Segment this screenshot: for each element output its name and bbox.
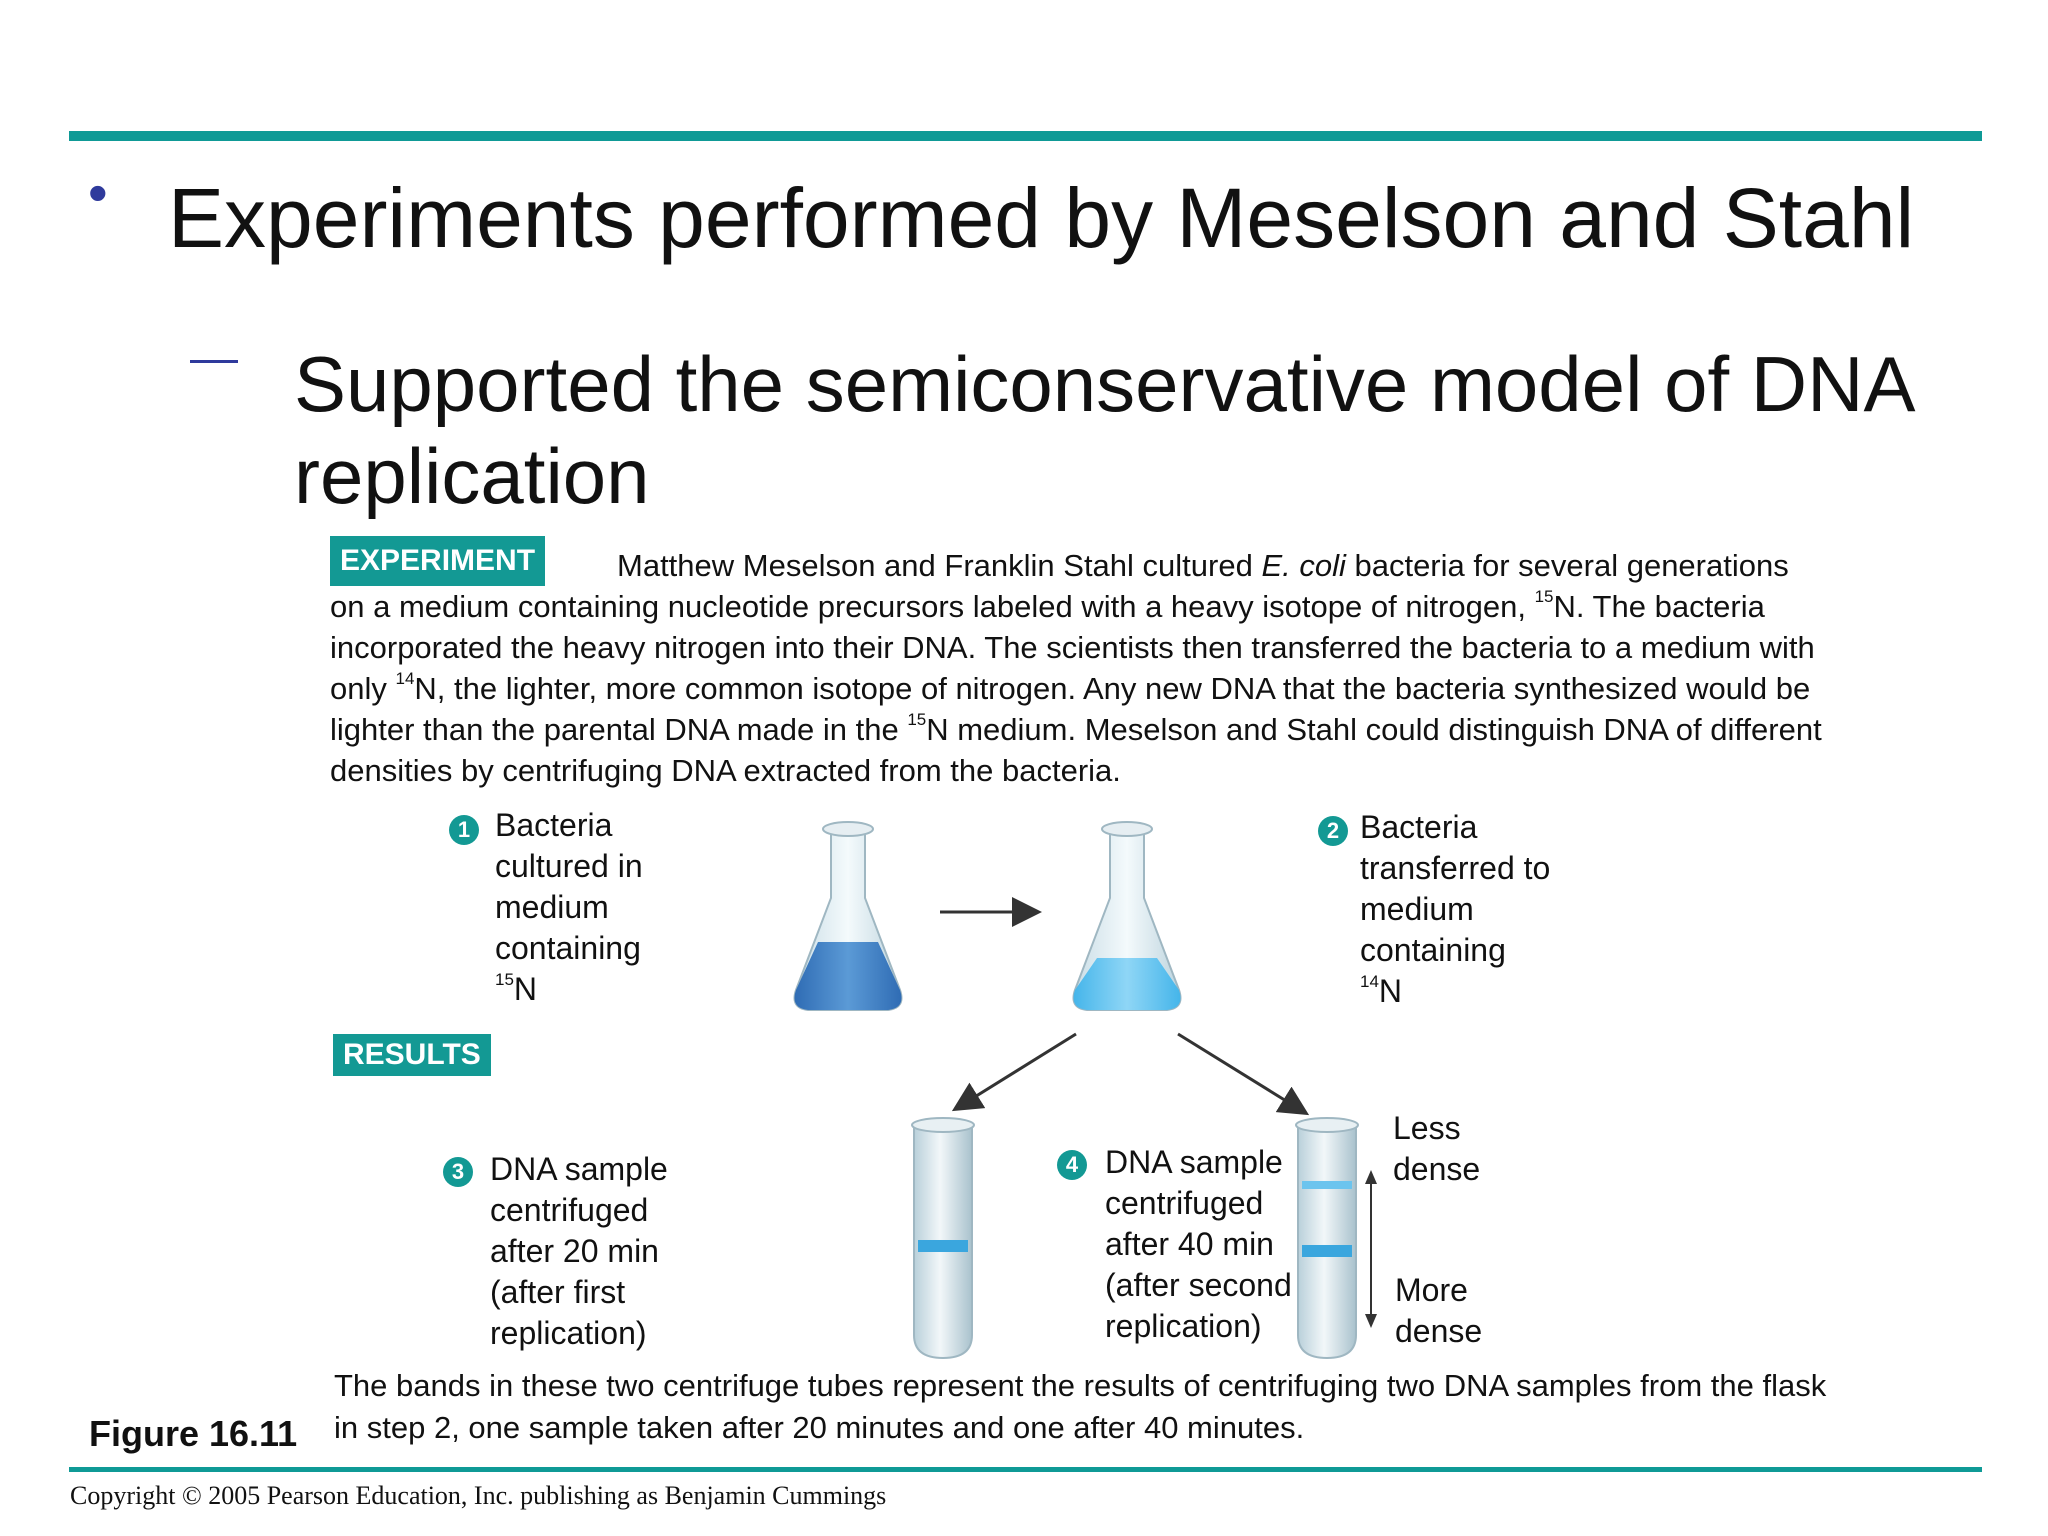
centrifuge-tube-40min — [1295, 1117, 1359, 1360]
light-band — [1302, 1181, 1352, 1189]
step-2-badge: 2 — [1318, 816, 1348, 846]
slide-subtitle: Supported the semiconservative model of … — [294, 340, 1912, 521]
step-2-text: Bacteria transferred to medium containin… — [1360, 809, 1551, 1009]
density-scale-arrow — [1365, 1170, 1377, 1328]
slide-title: Experiments performed by Meselson and St… — [168, 171, 1915, 265]
bullet-icon: • — [88, 161, 108, 224]
copyright-notice: Copyright © 2005 Pearson Education, Inc.… — [70, 1481, 887, 1510]
arrow-to-tube-40min — [1177, 1032, 1310, 1116]
step-3-text: DNA sample centrifuged after 20 min (aft… — [490, 1151, 668, 1351]
hybrid-band — [1302, 1245, 1352, 1257]
flask-14n — [1072, 821, 1182, 1011]
flask-15n — [793, 821, 903, 1011]
experiment-text: Matthew Meselson and Franklin Stahl cult… — [330, 548, 1822, 788]
figure-caption: The bands in these two centrifuge tubes … — [334, 1368, 1827, 1445]
results-tag: RESULTS — [333, 1034, 491, 1076]
step-4-text: DNA sample centrifuged after 40 min (aft… — [1105, 1144, 1292, 1344]
sub-bullet-dash — [190, 360, 238, 363]
step-3-badge: 3 — [443, 1157, 473, 1187]
step-1-text: Bacteria cultured in medium containing 1… — [495, 807, 643, 1007]
figure-label: Figure 16.11 — [89, 1413, 298, 1454]
bottom-rule — [69, 1467, 1982, 1472]
top-rule — [69, 131, 1982, 141]
arrow-to-tube-20min — [951, 1032, 1077, 1112]
step-4-badge: 4 — [1057, 1150, 1087, 1180]
centrifuge-tube-20min — [911, 1117, 975, 1360]
experiment-tag: EXPERIMENT — [330, 536, 546, 586]
step-1-badge: 1 — [449, 815, 479, 845]
hybrid-band — [918, 1240, 968, 1252]
